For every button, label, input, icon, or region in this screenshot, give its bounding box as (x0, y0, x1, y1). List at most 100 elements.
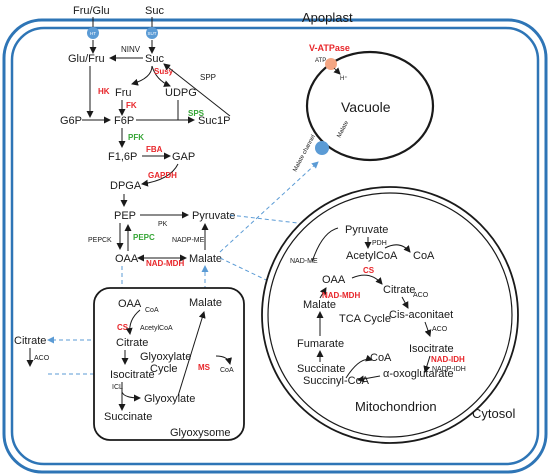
malate-to-vacuole-arrow (219, 161, 319, 253)
pepc-label: PEPC (133, 233, 155, 242)
vacuole (305, 50, 435, 162)
mito-aco-1-label: ACO (413, 292, 429, 299)
suc-metabolite-label: Suc (145, 53, 164, 65)
h-plus-pump-arrow (333, 67, 341, 75)
pep-label: PEP (114, 210, 136, 222)
nad-mdh-label: NAD-MDH (146, 259, 184, 268)
gapdh-label: GAPDH (148, 171, 177, 180)
mito-citrate-label: Citrate (383, 284, 415, 296)
ht-transporter-icon (87, 27, 99, 39)
glyo-acetylcoa-label: AcetylCoA (140, 325, 173, 332)
glyo-oaa-label: OAA (118, 298, 142, 310)
mito-coa-2-label: CoA (370, 352, 392, 364)
glyo-succinate-label: Succinate (104, 411, 152, 423)
mito-acetylcoa-label: AcetylCoA (346, 250, 398, 262)
nad-me-curve (311, 227, 339, 263)
mito-malate-label: Malate (303, 299, 336, 311)
gap-label: GAP (172, 151, 195, 163)
sps-label: SPS (188, 109, 205, 118)
oxoglutarate-label: α-oxoglutarate (383, 368, 454, 380)
fk-label: FK (126, 101, 137, 110)
glyo-icl-label: ICL (112, 384, 123, 391)
gapdh-arrow (141, 163, 179, 187)
ht-label: HT (90, 31, 96, 36)
cytosol-label: Cytosol (472, 406, 515, 421)
susy-label: Susy (154, 67, 174, 76)
pyruvate-label: Pyruvate (192, 210, 235, 222)
fumarate-label: Fumarate (297, 338, 344, 350)
mdh-arrow (319, 287, 327, 299)
cell-wall (2, 18, 548, 474)
mito-aco-2-label: ACO (432, 326, 448, 333)
aco-arrow-1 (401, 296, 409, 309)
g6p-label: G6P (60, 115, 82, 127)
h-plus-label: H⁺ (340, 75, 348, 82)
suc-label: Suc (145, 5, 164, 17)
glyo-glyoxylate-label: Glyoxylate (144, 393, 195, 405)
v-atpase-icon (325, 58, 337, 70)
cytosol-citrate-label: Citrate (14, 335, 46, 347)
fru-glu-label: Fru/Glu (73, 5, 110, 17)
glyoxysome (93, 287, 245, 441)
vacuole-label: Vacuole (341, 99, 391, 115)
nadp-me-label: NADP-ME (172, 237, 205, 244)
cs-arrow (351, 274, 383, 285)
glyo-cs-arrow (125, 309, 141, 335)
mitochondrion-outer (261, 186, 519, 444)
v-atpase-label: V-ATPase (309, 43, 350, 53)
malate-channel-label: Malate channel (292, 134, 316, 173)
mito-succinate-label: Succinate (297, 363, 345, 375)
succinyl-coa-label: Succinyl-CoA (303, 375, 370, 387)
susy-arrow-fru (131, 65, 153, 86)
ms-coa-arrow (215, 355, 232, 365)
apoplast-label: Apoplast (302, 10, 353, 25)
glyoxylate-cycle-line2: Cycle (150, 363, 178, 375)
f16p-label: F1,6P (108, 151, 137, 163)
pepck-label: PEPCK (88, 237, 112, 244)
mito-pyruvate-label: Pyruvate (345, 224, 388, 236)
fru-label: Fru (115, 87, 132, 99)
fba-label: FBA (146, 145, 163, 154)
glyo-malate-label: Malate (189, 297, 222, 309)
pfk-label: PFK (128, 133, 144, 142)
glyo-citrate-label: Citrate (116, 337, 148, 349)
spp-arrow (163, 63, 231, 117)
aco-arrow-2 (424, 321, 432, 337)
nadp-idh-label: NADP-IDH (432, 366, 466, 373)
mito-oaa-label: OAA (322, 274, 346, 286)
glyoxylate-cycle-line1: Glyoxylate (140, 351, 191, 363)
mito-coa-label: CoA (413, 250, 435, 262)
mito-cs-label: CS (363, 266, 375, 275)
sut-label: SUT (148, 31, 157, 36)
succinyl-coa-arrow (345, 354, 373, 379)
mito-isocitrate-label: Isocitrate (409, 343, 454, 355)
susy-arrow-udpg (151, 65, 171, 87)
plasma-membrane (10, 26, 540, 466)
oxoglutarate-arrow (357, 375, 381, 383)
spp-label: SPP (200, 73, 216, 82)
mitochondrion-inner (267, 192, 513, 438)
glyo-coa-2-label: CoA (220, 367, 234, 374)
sut-transporter-icon (146, 27, 158, 39)
idh-arrow (423, 355, 431, 373)
ms-arrow (177, 311, 206, 397)
tca-cycle-label: TCA Cycle (339, 313, 391, 325)
dpga-label: DPGA (110, 180, 142, 192)
mitochondrion-label: Mitochondrion (355, 399, 437, 414)
suc1p-label: Suc1P (198, 115, 230, 127)
pk-label: PK (158, 221, 168, 228)
glyo-coa-label: CoA (145, 307, 159, 314)
glyo-ms-label: MS (198, 363, 211, 372)
nad-idh-label: NAD-IDH (431, 355, 465, 364)
glu-fru-label: Glu/Fru (68, 53, 105, 65)
atp-label: ATP (315, 58, 326, 64)
mito-nad-mdh-label: NAD-MDH (322, 291, 360, 300)
pdh-label: PDH (372, 240, 387, 247)
malate-channel-icon (315, 141, 329, 155)
ninv-label: NINV (121, 45, 141, 54)
malate-label: Malate (189, 253, 222, 265)
oaa-label: OAA (115, 253, 139, 265)
glyoxysome-label: Glyoxysome (170, 427, 231, 439)
glyo-cs-label: CS (117, 323, 129, 332)
